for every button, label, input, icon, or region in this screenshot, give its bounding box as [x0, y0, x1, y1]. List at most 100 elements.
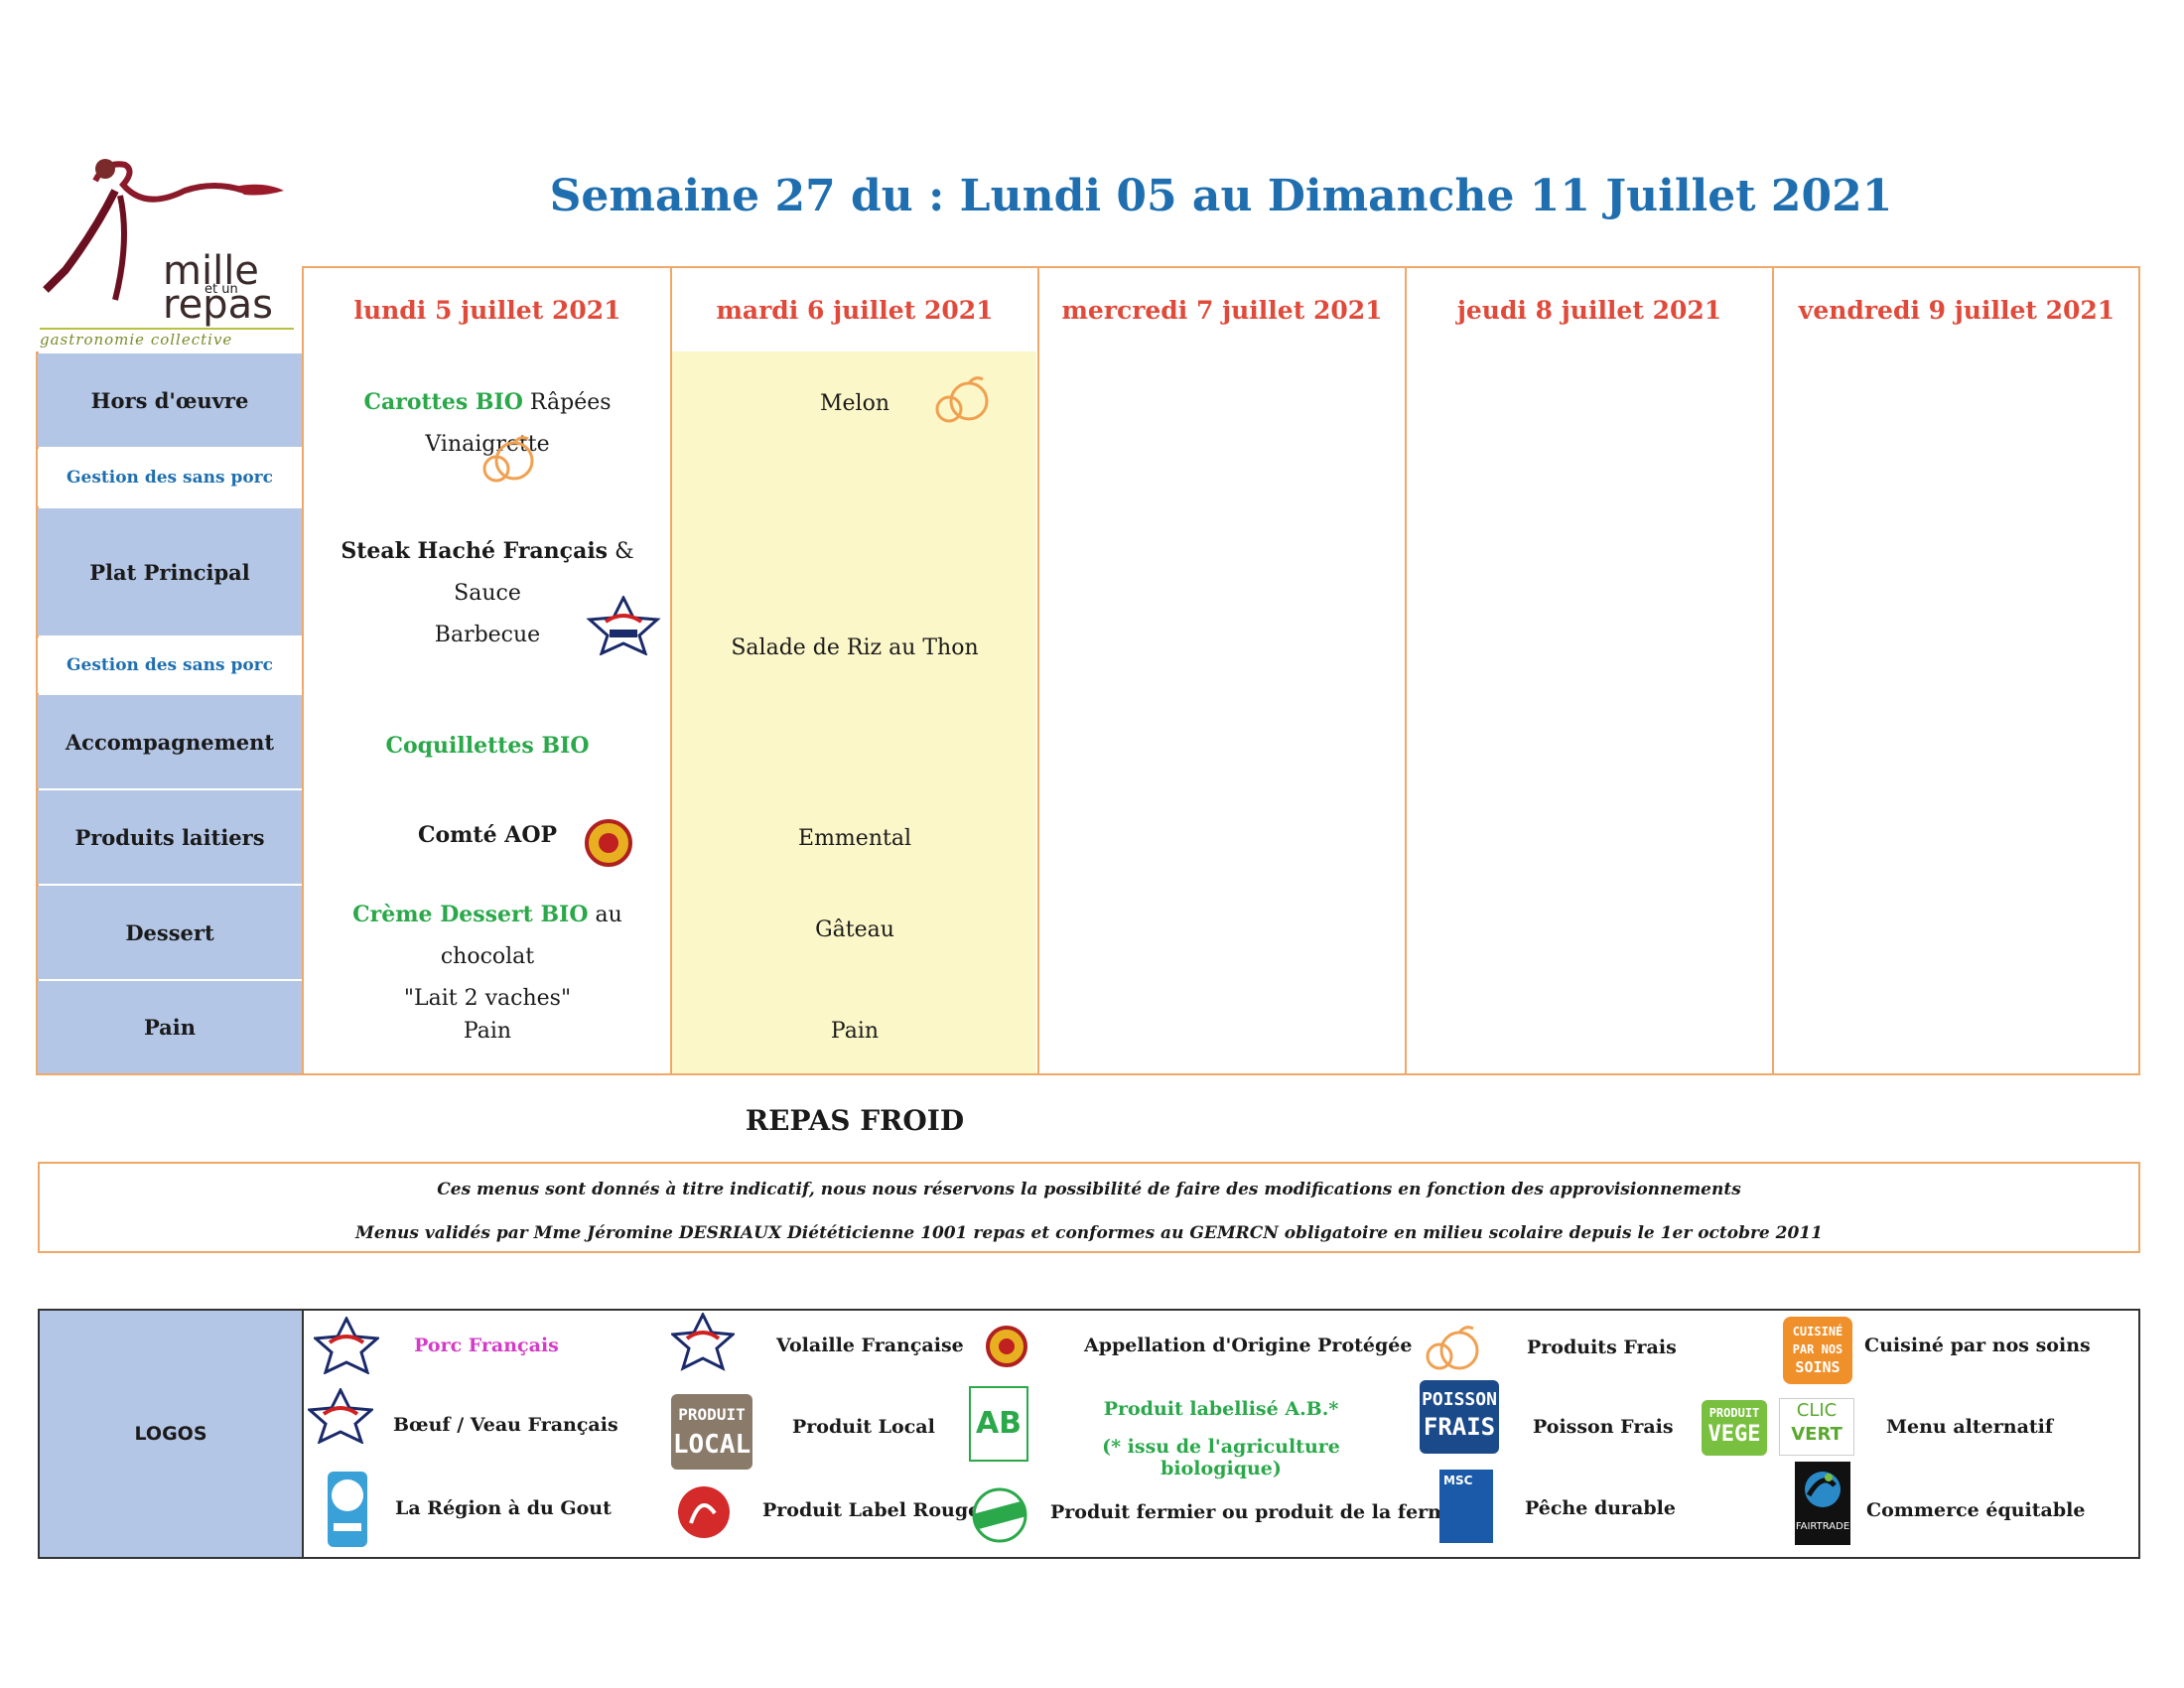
legend-volaille: Volaille Française — [776, 1335, 964, 1356]
badge-text: LOCAL — [672, 1430, 751, 1460]
row-label-plat: Plat Principal — [38, 508, 302, 635]
dish-text: "Lait 2 vaches" — [403, 986, 572, 1011]
badge-text: VERT — [1791, 1424, 1843, 1445]
tuesday-plat: Salade de Riz au Thon — [731, 635, 979, 660]
monday-pain: Pain — [463, 1019, 512, 1044]
legend-porc: Porc Français — [414, 1335, 559, 1356]
monday-accompagnement: Coquillettes BIO — [385, 733, 590, 759]
label-border — [36, 1073, 304, 1075]
menu-grid — [302, 266, 2140, 1075]
monday-laitier: Comté AOP — [417, 822, 558, 848]
aop-icon — [986, 1326, 1027, 1367]
label-border — [36, 352, 39, 1075]
monday-plat: Steak Haché Français & Sauce Barbecue — [304, 530, 671, 656]
legend-peche: Pêche durable — [1525, 1497, 1676, 1519]
legend-fermier: Produit fermier ou produit de la ferme — [1050, 1501, 1460, 1523]
row-label-pain: Pain — [38, 981, 302, 1073]
brand-etun: et un — [205, 282, 238, 297]
brand-repas: repas — [163, 282, 273, 328]
region-gout-icon — [328, 1472, 367, 1547]
legend-label: LOGOS — [40, 1311, 304, 1557]
day-header-tuesday: mardi 6 juillet 2021 — [716, 296, 994, 325]
legend-frais: Produits Frais — [1527, 1336, 1677, 1358]
day-header-friday: vendredi 9 juillet 2021 — [1798, 296, 2116, 325]
badge-text: FAIRTRADE — [1795, 1521, 1850, 1532]
day-header-wednesday: mercredi 7 juillet 2021 — [1061, 296, 1383, 325]
badge-text: CUISINÉ — [1792, 1325, 1843, 1338]
badge-text: PRODUIT — [1708, 1406, 1760, 1420]
note-line: Menus validés par Mme Jéromine DESRIAUX … — [355, 1223, 1823, 1243]
page-title: Semaine 27 du : Lundi 05 au Dimanche 11 … — [549, 171, 1893, 221]
produits-frais-icon — [482, 436, 534, 483]
bio-label: Crème Dessert BIO — [352, 902, 589, 927]
produit-local-icon: PRODUIT LOCAL — [671, 1394, 752, 1470]
badge-text: VEGE — [1707, 1422, 1761, 1447]
dish-bold: Steak Haché Français — [341, 538, 609, 564]
brand-tagline: gastronomie collective — [40, 328, 294, 349]
tuesday-dessert: Gâteau — [815, 917, 894, 942]
legend-region: La Région à du Gout — [395, 1497, 612, 1519]
badge-text: SOINS — [1795, 1358, 1841, 1376]
bio-label: Carottes BIO — [363, 389, 523, 415]
col-divider — [1772, 266, 1774, 1075]
row-label-hors: Hors d'œuvre — [38, 353, 302, 447]
label-rouge-icon — [678, 1486, 730, 1538]
col-divider — [670, 266, 672, 1075]
tuesday-pain: Pain — [830, 1019, 880, 1044]
badge-text: PAR NOS — [1792, 1342, 1843, 1356]
badge-text: PRODUIT — [678, 1405, 746, 1424]
poisson-frais-icon: POISSON FRAIS — [1420, 1380, 1499, 1454]
tuesday-laitier: Emmental — [798, 826, 911, 851]
legend-ab-note: (* issu de l'agriculture biologique) — [1102, 1436, 1340, 1479]
boeuf-veau-icon — [308, 1388, 373, 1444]
dish-text: & Sauce — [454, 539, 634, 606]
dish-text: Barbecue — [434, 623, 541, 647]
day-header-monday: lundi 5 juillet 2021 — [353, 296, 621, 325]
legend-label-rouge: Produit Label Rouge — [762, 1499, 981, 1521]
dish-text: au chocolat — [440, 903, 622, 969]
fairtrade-symbol-icon — [1805, 1472, 1841, 1507]
legend-local: Produit Local — [792, 1416, 935, 1438]
clic-vert-icon: CLIC VERT — [1779, 1398, 1854, 1456]
badge-text: FRAIS — [1423, 1413, 1496, 1441]
produit-vege-icon: PRODUIT VEGE — [1702, 1400, 1767, 1456]
row-label-accompagnement: Accompagnement — [38, 695, 302, 788]
tuesday-hors: Melon — [820, 391, 889, 416]
row-label-sans-porc: Gestion des sans porc — [38, 449, 302, 506]
monday-hors: Carottes BIO Râpées Vinaigrette — [304, 381, 671, 466]
row-label-sans-porc: Gestion des sans porc — [38, 637, 302, 693]
peche-durable-icon: MSC — [1439, 1470, 1493, 1543]
tuesday-highlight — [671, 352, 1036, 1074]
note-line: Ces menus sont donnés à titre indicatif,… — [437, 1180, 1741, 1199]
legend-boeuf: Bœuf / Veau Français — [393, 1414, 618, 1436]
row-label-laitiers: Produits laitiers — [38, 790, 302, 884]
viande-bovine-francaise-icon — [586, 596, 661, 655]
brand-mille: mille — [163, 248, 259, 294]
produits-frais-icon — [935, 376, 989, 423]
agriculture-biologique-icon: AB — [969, 1386, 1028, 1462]
cuisine-maison-icon: CUISINÉ PAR NOS SOINS — [1783, 1317, 1852, 1384]
dancer-logo-icon — [43, 159, 284, 301]
legend-poisson: Poisson Frais — [1533, 1416, 1674, 1438]
legend-aop: Appellation d'Origine Protégée — [1084, 1335, 1413, 1356]
monday-dessert: Crème Dessert BIO au chocolat "Lait 2 va… — [304, 894, 671, 1020]
produit-fermier-icon — [972, 1487, 1027, 1543]
legend-alternatif: Menu alternatif — [1886, 1416, 2054, 1438]
row-label-dessert: Dessert — [38, 886, 302, 979]
repas-froid-label: REPAS FROID — [745, 1104, 965, 1137]
col-divider — [1037, 266, 1039, 1075]
volaille-francaise-icon — [671, 1313, 735, 1371]
aop-icon — [585, 819, 632, 867]
badge-text: CLIC — [1796, 1400, 1838, 1421]
brand-logo: mille et un repas gastronomie collective — [36, 151, 294, 349]
day-header-thursday: jeudi 8 juillet 2021 — [1456, 296, 1722, 325]
legend-ab: Produit labellisé A.B.* — [1103, 1398, 1339, 1420]
legend-equitable: Commerce équitable — [1866, 1499, 2086, 1521]
badge-text: MSC — [1443, 1474, 1473, 1487]
badge-text: POISSON — [1422, 1389, 1497, 1410]
produits-frais-icon — [1426, 1326, 1479, 1370]
notes-box: Ces menus sont donnés à titre indicatif,… — [38, 1162, 2140, 1253]
legend-cuisine: Cuisiné par nos soins — [1864, 1335, 2091, 1356]
porc-francais-icon — [314, 1317, 379, 1374]
legend-box — [38, 1309, 2140, 1559]
